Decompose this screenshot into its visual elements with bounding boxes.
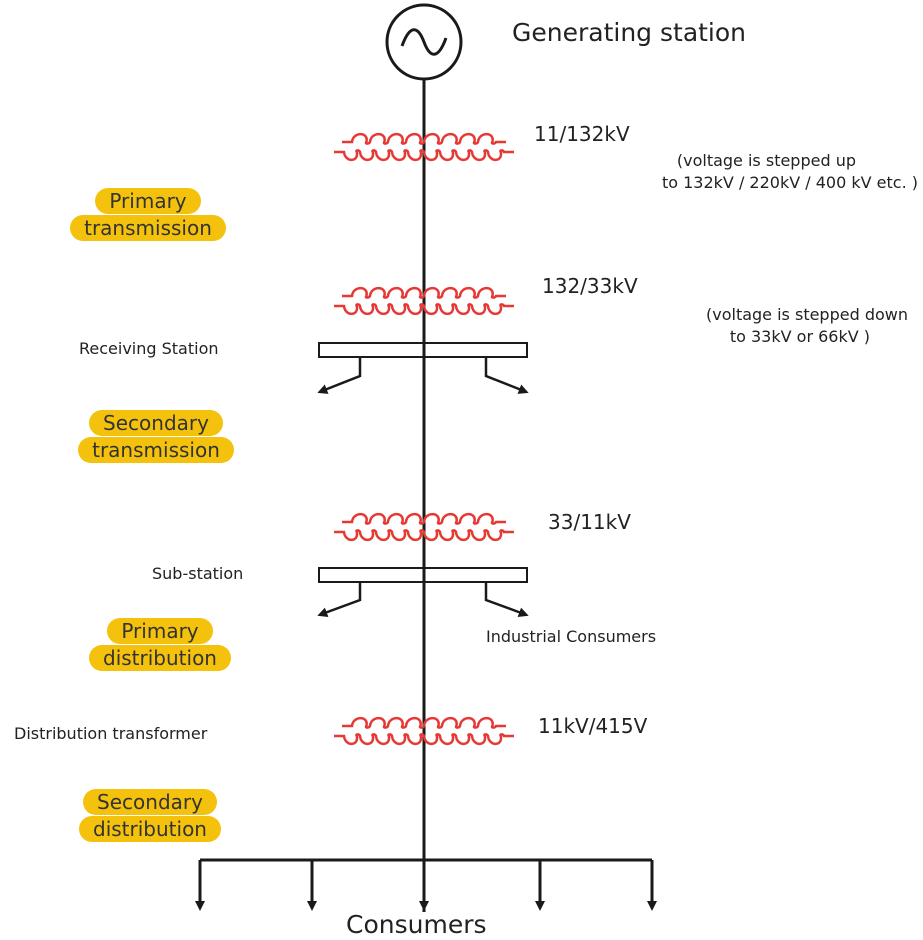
consumers-label: Consumers xyxy=(346,910,487,939)
receiving-note-line1: (voltage is stepped down xyxy=(706,305,908,324)
step-up-note-line1: (voltage is stepped up xyxy=(676,151,856,170)
distribution-transformer-label: Distribution transformer xyxy=(14,724,208,743)
receiving-transformer-coil xyxy=(334,286,514,316)
primary-transmission-badge: Primary transmission xyxy=(30,188,266,241)
distribution-rating: 11kV/415V xyxy=(538,714,648,738)
receiving-secondary-winding xyxy=(334,303,514,316)
secondary-transmission-badge: Secondary transmission xyxy=(30,410,282,463)
receiving-station-bus xyxy=(317,342,529,394)
substation-transformer-coil xyxy=(334,512,514,542)
sub-station-bus xyxy=(317,567,529,617)
industrial-consumers-label: Industrial Consumers xyxy=(486,627,657,646)
step-up-note: (voltage is stepped up to 132kV / 220kV … xyxy=(520,150,918,194)
secondary-distribution-line2: distribution xyxy=(79,816,221,842)
primary-transmission-line2: transmission xyxy=(70,215,226,241)
distribution-transformer-coil xyxy=(334,716,514,746)
substation-rating: 33/11kV xyxy=(548,510,631,534)
step-up-note-line2: to 132kV / 220kV / 400 kV etc. ) xyxy=(661,173,918,192)
sub-station-label: Sub-station xyxy=(152,564,244,583)
primary-distribution-line1: Primary xyxy=(107,618,213,644)
primary-distribution-badge: Primary distribution xyxy=(48,618,272,671)
secondary-transmission-line1: Secondary xyxy=(89,410,223,436)
secondary-transmission-line2: transmission xyxy=(78,437,234,463)
substation-secondary-winding xyxy=(334,529,514,542)
receiving-primary-winding xyxy=(342,286,506,299)
distribution-secondary-winding xyxy=(334,733,514,746)
step-up-transformer-coil xyxy=(334,132,514,162)
step-up-secondary-winding xyxy=(334,149,514,162)
receiving-rating: 132/33kV xyxy=(542,274,638,298)
receiving-station-label: Receiving Station xyxy=(79,339,219,358)
primary-transmission-line1: Primary xyxy=(95,188,201,214)
secondary-distribution-badge: Secondary distribution xyxy=(14,789,286,842)
secondary-distribution-line1: Secondary xyxy=(83,789,217,815)
substation-primary-winding xyxy=(342,512,506,525)
consumers-bus xyxy=(195,858,657,911)
transformer-coils xyxy=(334,132,514,746)
distribution-primary-winding xyxy=(342,716,506,729)
receiving-note-line2: to 33kV or 66kV ) xyxy=(729,327,870,346)
primary-distribution-line2: distribution xyxy=(89,645,231,671)
generator-symbol xyxy=(385,3,463,81)
step-up-rating: 11/132kV xyxy=(534,122,630,146)
receiving-note: (voltage is stepped down to 33kV or 66kV… xyxy=(560,304,908,348)
generating-station-label: Generating station xyxy=(512,18,747,47)
step-up-primary-winding xyxy=(342,132,506,145)
